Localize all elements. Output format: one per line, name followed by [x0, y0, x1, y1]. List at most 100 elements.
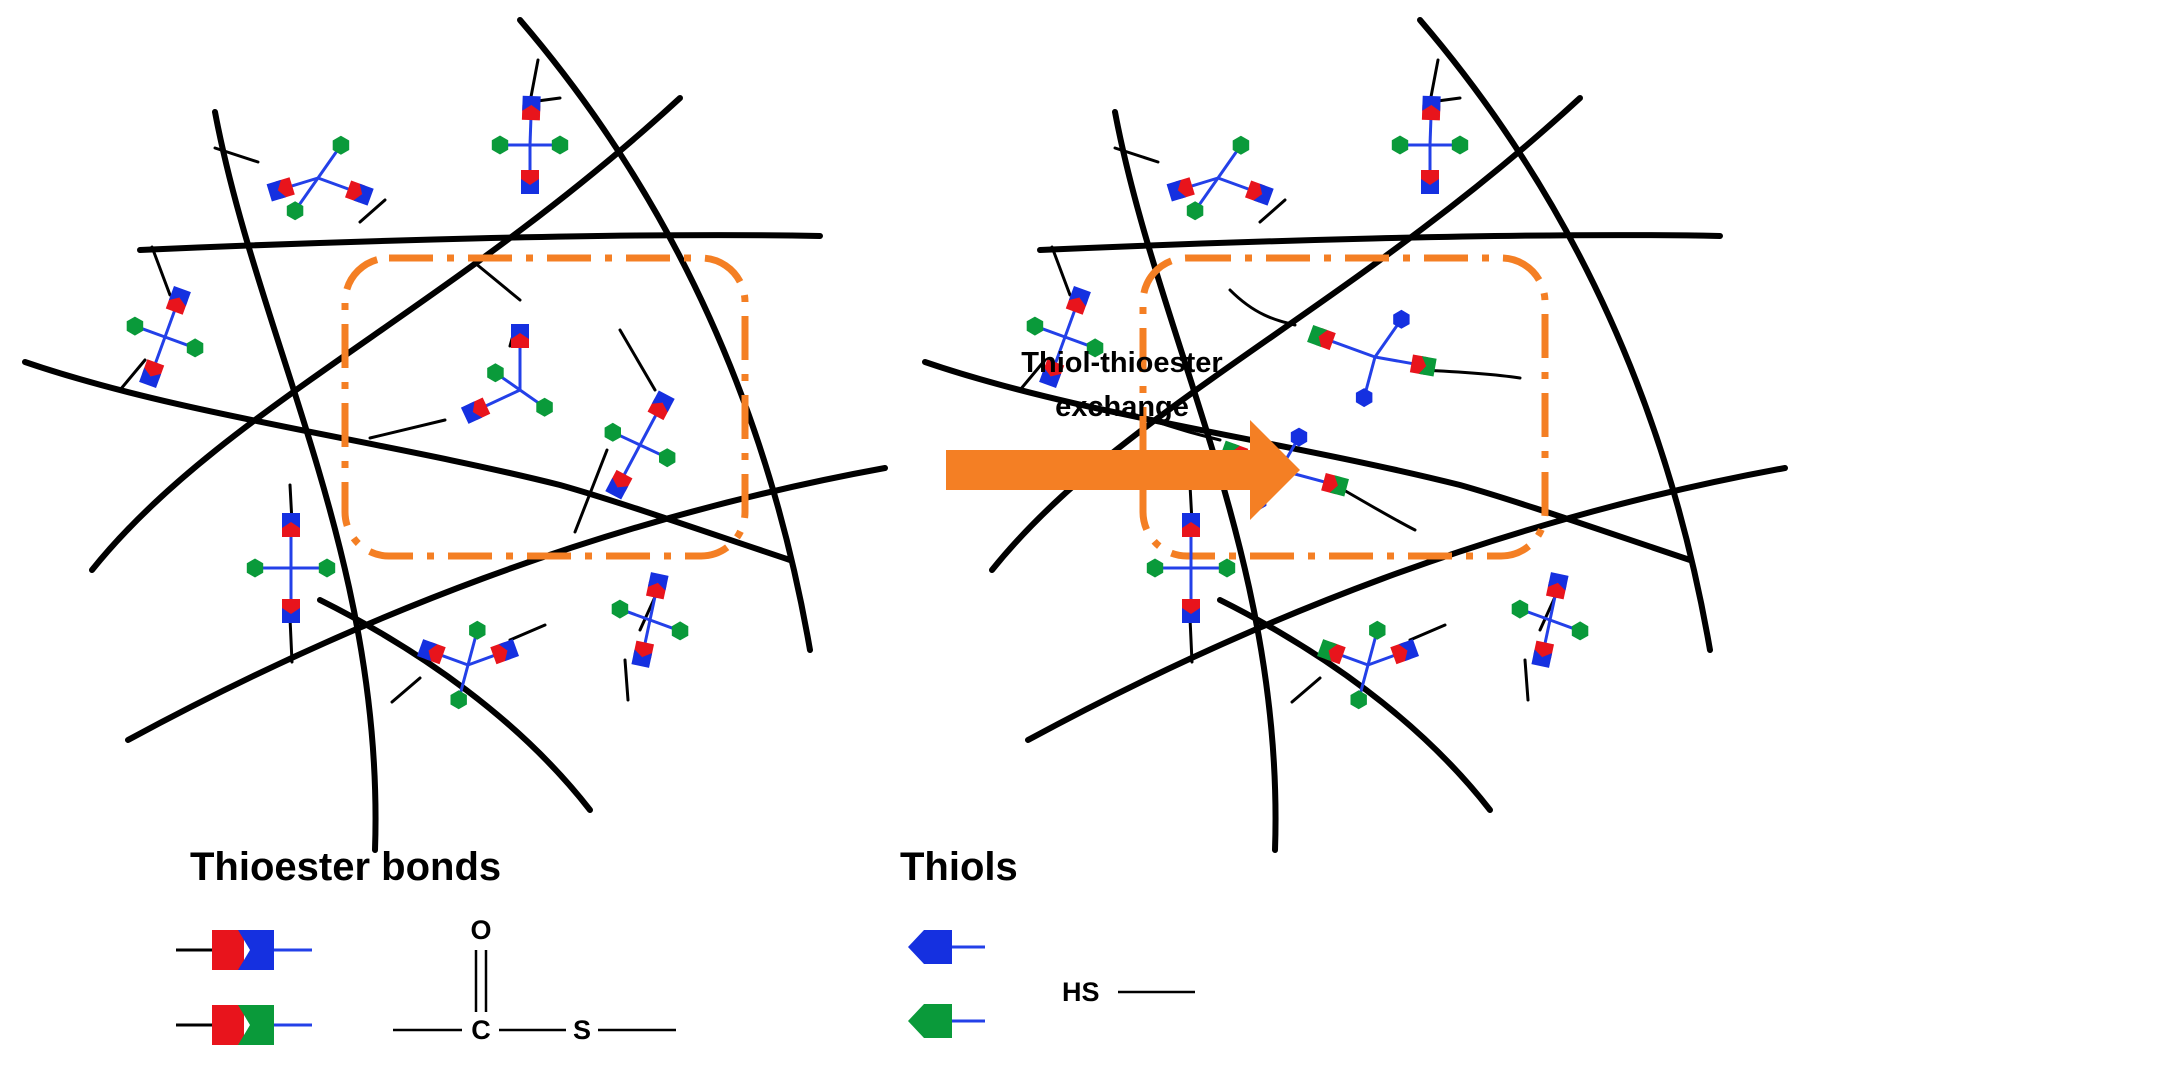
blue-thiol-block — [1421, 179, 1439, 194]
arrow-label-line1: Thiol-thioester — [1021, 347, 1222, 379]
thioester-bond — [1531, 640, 1555, 668]
green-thiol-end — [286, 201, 304, 221]
green-thiol-end — [186, 338, 204, 358]
network-panel-after — [922, 17, 1788, 853]
thioester-bond — [1182, 599, 1200, 623]
thioester-bond — [1321, 472, 1349, 497]
arrow-label-line2: exchange — [1055, 391, 1189, 423]
thioester-bond — [521, 95, 541, 121]
crosslinker-unit — [1391, 95, 1469, 194]
blue-thiol-block — [168, 285, 191, 307]
blue-thiol-block — [1531, 649, 1553, 668]
thioester-bond — [605, 469, 633, 500]
blue-thiol-block — [282, 513, 300, 528]
thioester-bond — [1545, 572, 1569, 600]
thioester-bond — [266, 177, 295, 202]
blue-thiol-block — [1068, 285, 1091, 307]
blue-thiol-block — [460, 401, 483, 424]
green-thiol-end — [126, 316, 144, 336]
thioester-bond — [1039, 359, 1065, 389]
green-thiol-end — [611, 599, 629, 619]
network-panel-before — [22, 17, 888, 853]
green-thiol-end — [450, 690, 467, 710]
crosslinker-unit — [1307, 309, 1437, 408]
highlight-box — [1139, 254, 1549, 560]
green-thiol-head — [908, 1004, 952, 1038]
blue-thiol-head — [908, 930, 952, 964]
thioester-bond — [645, 572, 669, 600]
green-thiol-block — [1418, 356, 1437, 377]
blue-thiol-end — [1393, 309, 1410, 329]
blue-thiol-block — [1253, 183, 1274, 206]
carbon-atom-label: C — [471, 1015, 491, 1045]
thioester-red-block — [212, 1005, 244, 1045]
thiol-formula-label: HS — [1062, 977, 1100, 1007]
crosslinker-unit — [246, 513, 336, 623]
thioester-bond — [1421, 95, 1441, 121]
crosslinker-unit — [491, 95, 569, 194]
polymer-chains — [22, 17, 888, 853]
green-thiol-end — [659, 448, 676, 468]
thioester-red-block — [521, 170, 539, 185]
thioester-bond — [647, 390, 675, 421]
green-thiol-block — [1316, 639, 1338, 662]
green-thiol-end — [1350, 690, 1367, 710]
oxygen-atom-label: O — [470, 915, 491, 945]
thioester-red-block — [1421, 170, 1439, 185]
blue-thiol-block — [266, 179, 287, 202]
thioester-bond — [1316, 639, 1346, 665]
green-thiol-end — [604, 422, 621, 442]
thioester-red-block — [1182, 522, 1200, 537]
green-thiol-end — [551, 135, 569, 155]
green-thiol-end — [1186, 201, 1204, 221]
green-thiol-end — [491, 135, 509, 155]
crosslinker-unit — [460, 324, 553, 424]
sulfur-atom-label: S — [573, 1015, 591, 1045]
thioester-red-block — [282, 522, 300, 537]
blue-thiol-end — [1355, 388, 1373, 408]
thioester-bond — [1244, 180, 1274, 206]
crosslinker-units — [126, 95, 689, 710]
green-thiol-end — [332, 135, 350, 155]
blue-thiol-block — [498, 639, 520, 662]
green-thiol-end — [1218, 558, 1236, 578]
blue-thiol-block — [631, 649, 653, 668]
blue-thiol-block — [1422, 95, 1441, 112]
thioester-bond — [490, 639, 520, 665]
blue-thiol-block — [511, 324, 529, 339]
green-thiol-block — [238, 1005, 274, 1045]
green-thiol-end — [1086, 338, 1104, 358]
thioester-bond — [165, 285, 191, 315]
highlight-box — [341, 254, 749, 560]
thioester-bond — [1065, 285, 1091, 315]
crosslinker-unit — [1316, 620, 1420, 710]
thioester-green-symbol — [176, 1005, 312, 1045]
thioester-bond — [521, 170, 539, 194]
side-links — [1018, 58, 1562, 704]
blue-thiol-block — [522, 95, 541, 112]
thioester-bond — [631, 640, 655, 668]
crosslinker-unit — [611, 572, 689, 668]
blue-thiol-block — [1039, 367, 1062, 389]
crosslinker-unit — [416, 620, 520, 710]
green-thiol-end — [318, 558, 336, 578]
thioester-bond — [282, 599, 300, 623]
thioester-red-block — [1182, 599, 1200, 614]
thiol-blue-symbol — [908, 930, 985, 964]
blue-thiol-block — [1166, 179, 1187, 202]
blue-thiol-block — [139, 367, 162, 389]
thioester-bond — [416, 639, 446, 665]
crosslinker-unit — [1026, 285, 1104, 389]
blue-thiol-block — [353, 183, 374, 206]
thioester-blue-symbol — [176, 930, 312, 970]
polymer-chains — [922, 17, 1788, 853]
crosslinker-unit — [1146, 513, 1236, 623]
green-thiol-end — [1391, 135, 1409, 155]
thioester-bond — [460, 397, 491, 424]
legend-thiol-heading: Thiols — [900, 845, 1018, 889]
thioester-bond — [1166, 177, 1195, 202]
crosslinker-unit — [604, 390, 676, 500]
green-thiol-block — [1329, 475, 1349, 497]
